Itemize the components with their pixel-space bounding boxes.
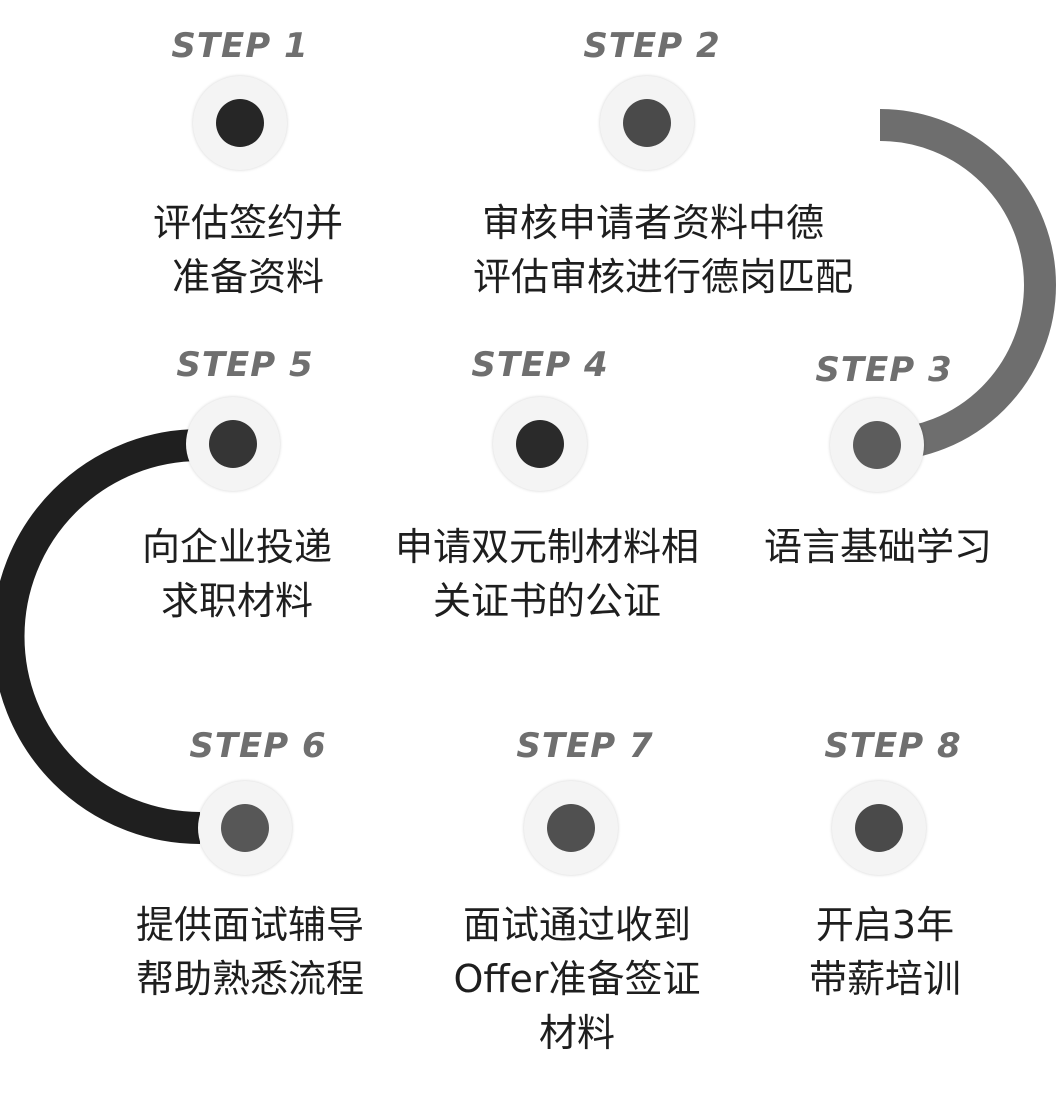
step-description-line: 评估签约并 <box>152 201 343 245</box>
step-node-dot <box>221 804 269 852</box>
step-node-dot <box>547 804 595 852</box>
step-label: STEP 3 <box>815 350 953 390</box>
step-label: STEP 2 <box>583 26 721 66</box>
step-label: STEP 4 <box>471 345 609 385</box>
step-node <box>832 781 926 875</box>
path-arc-right <box>879 109 1056 461</box>
step-description: 审核申请者资料中德评估审核进行德岗匹配 <box>473 196 854 304</box>
step-description-line: 准备资料 <box>171 255 324 299</box>
step-node <box>830 398 924 492</box>
step-label: STEP 8 <box>824 726 962 766</box>
step-node <box>186 397 280 491</box>
step-node <box>193 76 287 170</box>
step-description: 开启3年带薪培训 <box>705 898 1059 1006</box>
step-node-dot <box>623 99 671 147</box>
step-description: 评估签约并准备资料 <box>68 196 428 304</box>
step-node <box>524 781 618 875</box>
step-description: 面试通过收到 Offer准备签证材料 <box>397 898 757 1060</box>
step-node <box>493 397 587 491</box>
step-description-line: 帮助熟悉流程 <box>135 957 364 1001</box>
step-description-line: 材料 <box>538 1011 615 1055</box>
step-description: 申请双元制材料相关证书的公证 <box>367 520 727 628</box>
step-description-line: 面试通过收到 <box>462 903 691 947</box>
step-node-dot <box>209 420 257 468</box>
step-label: STEP 1 <box>171 26 309 66</box>
step-label: STEP 5 <box>176 345 314 385</box>
step-description: 向企业投递求职材料 <box>57 520 417 628</box>
step-label: STEP 7 <box>516 726 654 766</box>
step-description: 语言基础学习 <box>698 520 1058 574</box>
step-label: STEP 6 <box>189 726 327 766</box>
step-description-line: 评估审核进行德岗匹配 <box>473 255 854 299</box>
step-node <box>198 781 292 875</box>
step-description-line: 开启3年 <box>815 903 955 947</box>
step-description-line: Offer准备签证 <box>453 957 701 1001</box>
step-description-line: 关证书的公证 <box>432 579 661 623</box>
path-arc-left <box>0 429 201 844</box>
step-description-line: 带薪培训 <box>808 957 961 1001</box>
step-node-dot <box>216 99 264 147</box>
step-node-dot <box>853 421 901 469</box>
step-description: 提供面试辅导帮助熟悉流程 <box>70 898 430 1006</box>
step-description-line: 向企业投递 <box>141 525 332 569</box>
step-description-line: 申请双元制材料相 <box>394 525 699 569</box>
step-description-line: 提供面试辅导 <box>135 903 364 947</box>
step-node-dot <box>516 420 564 468</box>
step-description-line: 审核申请者资料中德 <box>481 201 824 245</box>
step-node-dot <box>855 804 903 852</box>
step-description-line: 语言基础学习 <box>763 525 992 569</box>
step-description-line: 求职材料 <box>160 579 313 623</box>
step-node <box>600 76 694 170</box>
